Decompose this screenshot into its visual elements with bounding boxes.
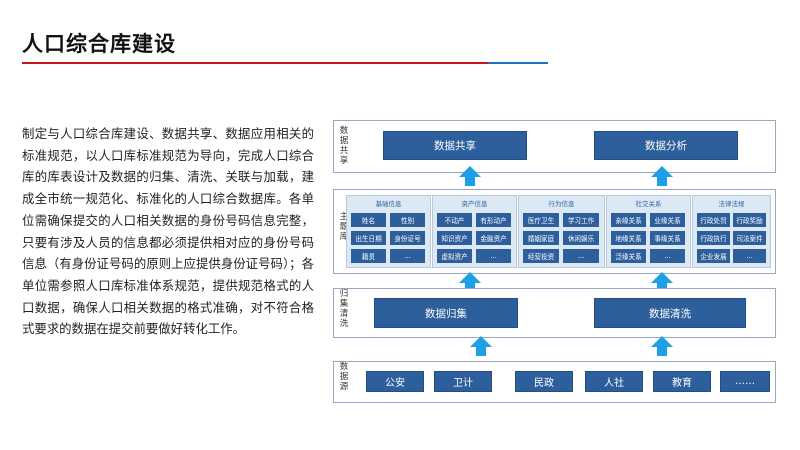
theme-cell: 有形动产 — [476, 213, 511, 227]
layer-source-label: 数据源 — [339, 362, 349, 392]
theme-group-basic: 基础信息 姓名 性别 出生日期 身份证号 籍贯 … — [346, 195, 431, 268]
theme-cell: 业缘关系 — [650, 213, 685, 227]
theme-group-legal: 法律法规 行政处罚 行政奖励 行政执行 司法案件 企业发展 … — [692, 195, 771, 268]
group-title: 资产信息 — [461, 200, 488, 208]
group-title: 行为信息 — [548, 200, 575, 208]
theme-cell: 企业发展 — [697, 249, 730, 263]
theme-cell: 不动产 — [437, 213, 472, 227]
data-collection-box: 数据归集 — [374, 298, 518, 328]
theme-cell: 医疗卫生 — [523, 213, 559, 227]
theme-cell: 亲缘关系 — [611, 213, 646, 227]
layer-collect-label: 归集清洗 — [339, 289, 349, 329]
theme-group-assets: 资产信息 不动产 有形动产 知识资产 金融资产 虚拟资产 … — [432, 195, 517, 268]
group-title: 基础信息 — [375, 200, 402, 208]
data-sharing-box: 数据共享 — [383, 131, 527, 160]
group-title: 法律法规 — [718, 200, 745, 208]
source-box: 民政 — [515, 371, 573, 392]
theme-cell: 事缘关系 — [650, 231, 685, 245]
theme-group-social: 社交关系 亲缘关系 业缘关系 地缘关系 事缘关系 泛缘关系 … — [606, 195, 691, 268]
layer-theme-label: 主题库 — [339, 212, 349, 242]
theme-cell: 行政执行 — [697, 231, 730, 245]
title-underline-accent — [488, 62, 548, 64]
theme-cell: … — [390, 249, 425, 263]
source-box: 教育 — [653, 371, 711, 392]
layer-share-label: 数据共享 — [339, 126, 349, 166]
theme-cell: … — [476, 249, 511, 263]
theme-cell: 金融资产 — [476, 231, 511, 245]
group-title: 社交关系 — [635, 200, 662, 208]
theme-cell: 学习工作 — [563, 213, 599, 227]
data-analysis-box: 数据分析 — [594, 131, 738, 160]
source-box: 公安 — [366, 371, 424, 392]
description-text: 制定与人口综合库建设、数据共享、数据应用相关的标准规范，以人口库标准规范为导向，… — [22, 126, 314, 337]
theme-cell: 姓名 — [351, 213, 386, 227]
source-box: 卫计 — [434, 371, 492, 392]
theme-cell: 出生日期 — [351, 231, 386, 245]
theme-cell: … — [563, 249, 599, 263]
source-box: 人社 — [585, 371, 643, 392]
data-cleansing-box: 数据清洗 — [594, 298, 746, 328]
theme-cell: 泛缘关系 — [611, 249, 646, 263]
theme-cell: 虚拟资产 — [437, 249, 472, 263]
theme-cell: 婚姻家庭 — [523, 231, 559, 245]
theme-cell: … — [650, 249, 685, 263]
theme-cell: 籍贯 — [351, 249, 386, 263]
theme-cell: 司法案件 — [733, 231, 766, 245]
theme-cell: 知识资产 — [437, 231, 472, 245]
title-underline — [22, 62, 488, 64]
theme-cell: 性别 — [390, 213, 425, 227]
theme-cell: 经营投资 — [523, 249, 559, 263]
theme-group-behavior: 行为信息 医疗卫生 学习工作 婚姻家庭 休闲娱乐 经营投资 … — [518, 195, 605, 268]
page-title: 人口综合库建设 — [22, 32, 176, 56]
theme-cell: 行政处罚 — [697, 213, 730, 227]
theme-cell: 地缘关系 — [611, 231, 646, 245]
theme-cell: … — [733, 249, 766, 263]
theme-cell: 行政奖励 — [733, 213, 766, 227]
source-box: …… — [720, 371, 770, 392]
theme-cell: 身份证号 — [390, 231, 425, 245]
theme-cell: 休闲娱乐 — [563, 231, 599, 245]
